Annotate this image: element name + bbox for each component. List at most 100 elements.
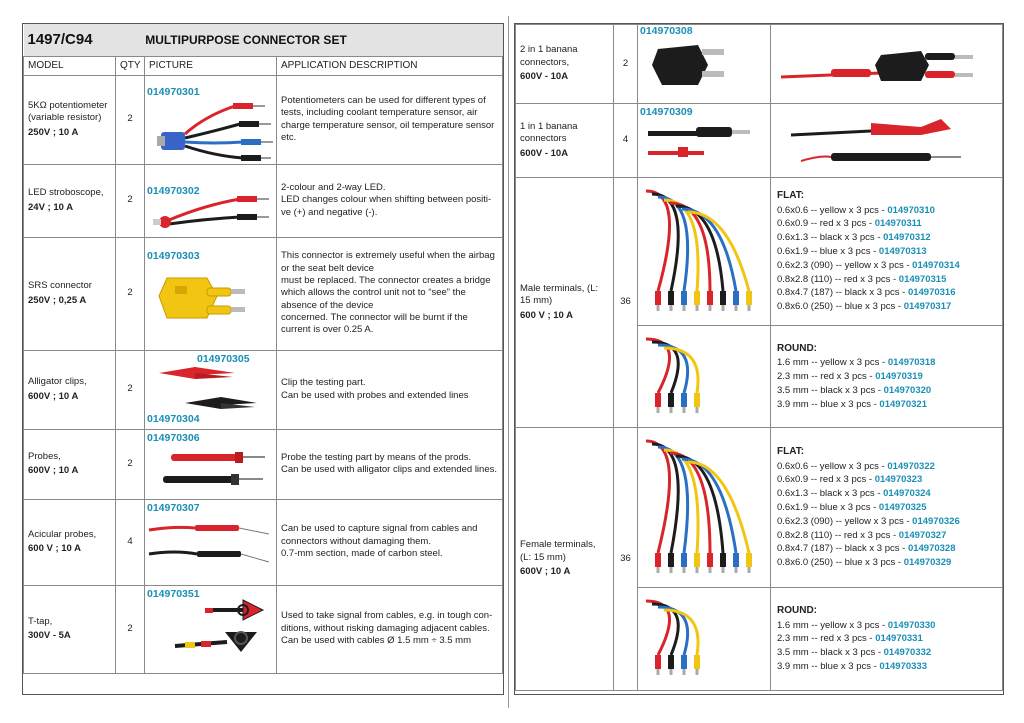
description-line: LED changes colour when shifting between…	[281, 194, 492, 218]
description-line: Can be used with probes and extended lin…	[281, 389, 469, 401]
model-cell: 2 in 1 banana connectors,600V - 10A	[515, 24, 614, 104]
part-number: 014970321	[879, 398, 927, 410]
part-number: 014970316	[907, 287, 956, 299]
picture-cell: 014970305 014970304	[144, 349, 277, 430]
picture-cell	[637, 325, 771, 428]
spec-text: 0.6x0.9 -- red x 3 pcs -	[777, 474, 875, 486]
spec-item: 0.8x6.0 (250) -- blue x 3 pcs - 01497031…	[777, 300, 998, 314]
col-qty: QTY	[115, 55, 145, 76]
probes-image	[163, 452, 265, 485]
table-row: 5KΩ potentiometer (variable resistor) 250…	[23, 74, 503, 165]
terminal-sleeve	[707, 552, 713, 567]
description-line: Probe the testing part by means of the p…	[281, 451, 472, 463]
col-application: APPLICATION DESCRIPTION	[276, 55, 503, 76]
qty-cell: 2	[115, 163, 145, 238]
part-number: 014970302	[147, 184, 200, 197]
terminal-sleeve	[655, 552, 661, 567]
qty-cell: 2	[115, 428, 145, 500]
description-line: Can be used to capture signal from cable…	[281, 523, 478, 547]
qty-cell: 2	[115, 236, 145, 351]
spec-item: 1.6 mm -- yellow x 3 pcs - 014970330	[777, 619, 998, 633]
terminal-sleeve	[707, 290, 713, 305]
part-number: 014970327	[898, 529, 947, 541]
table-row: Female terminals, (L: 15 mm)600V ; 10 A …	[515, 427, 1003, 691]
cable	[669, 201, 712, 291]
cable	[663, 198, 700, 291]
model-name: Male terminals, (L: 15 mm)	[520, 282, 599, 307]
spec-list: ROUND: 1.6 mm -- yellow x 3 pcs - 014970…	[770, 587, 1003, 691]
spec-text: 2.3 mm -- red x 3 pcs -	[777, 633, 876, 645]
cable	[687, 210, 751, 291]
part-number: 014970307	[147, 501, 200, 514]
model-rating: 600V ; 10 A	[28, 465, 79, 476]
terminal-sleeve	[694, 392, 700, 407]
description-cell: Probe the testing part by means of the p…	[276, 428, 503, 500]
picture-cell: 014970306	[144, 428, 277, 500]
terminal-pin	[695, 566, 699, 573]
part-number: 014970317	[903, 301, 952, 313]
terminal-pin	[656, 669, 660, 675]
picture-cell: 014970301	[144, 74, 277, 165]
table-row: Alligator clips,600V ; 10 A 2 014970305 …	[23, 349, 503, 430]
model-cell: Probes,600V ; 10 A	[23, 428, 116, 500]
picture-cell	[637, 427, 771, 588]
table-row: T-tap,300V - 5A 2 014970351 Used to take…	[23, 584, 503, 674]
terminal-sleeve	[681, 392, 687, 407]
t-tap-image	[174, 599, 265, 652]
picture-cell	[770, 103, 1003, 178]
terminal-sleeve	[681, 290, 687, 305]
terminal-pin	[708, 304, 712, 311]
description-line: Potentiometers can be used for different…	[281, 94, 495, 143]
terminal-pin	[747, 566, 751, 573]
cable	[657, 343, 690, 393]
spec-text: 0.8x4.7 (187) -- black x 3 pcs -	[777, 543, 908, 555]
picture-cell: 014970309	[637, 103, 771, 178]
description-line: Used to take signal from cables, e.g. in…	[281, 610, 493, 634]
model-cell: LED stroboscope,24V ; 10 A	[23, 163, 116, 238]
picture-cell: 014970307	[144, 498, 277, 586]
terminal-pin	[708, 566, 712, 573]
description-cell: This connector is extremely useful when …	[276, 236, 503, 351]
part-number: 014970324	[883, 488, 931, 500]
qty-cell: 4	[613, 103, 638, 178]
cable	[645, 439, 672, 553]
cable	[645, 189, 672, 291]
terminal-pin	[669, 566, 673, 573]
terminal-pin	[695, 406, 699, 413]
qty-cell: 2	[613, 24, 638, 104]
model-name: Acicular probes,	[28, 528, 97, 540]
led-stroboscope-image	[153, 195, 269, 228]
picture-cell: 014970351	[144, 584, 277, 674]
part-number: 014970325	[878, 501, 927, 513]
spec-item: 0.6x0.9 -- red x 3 pcs - 014970323	[777, 473, 998, 487]
terminal-sleeve	[655, 392, 661, 407]
picture-cell	[770, 24, 1003, 104]
spec-item: 2.3 mm -- red x 3 pcs - 014970331	[777, 632, 998, 646]
model-name: 2 in 1 banana connectors,	[520, 44, 578, 68]
spec-item: 0.6x0.6 -- yellow x 3 pcs - 014970322	[777, 460, 998, 474]
terminal-sleeve	[694, 552, 700, 567]
part-number: 014970332	[883, 647, 932, 659]
banana-connector-2in1-lead-image	[780, 51, 973, 81]
model-cell: Alligator clips,600V ; 10 A	[23, 349, 116, 430]
description-line: 0.7-mm section, made of carbon steel.	[281, 548, 443, 560]
table-row: Male terminals, (L: 15 mm)600 V ; 10 A 3…	[515, 177, 1003, 428]
part-number: 014970309	[640, 106, 693, 118]
model-rating: 24V ; 10 A	[28, 201, 74, 213]
table-row: Probes,600V ; 10 A 2 014970306 Probe the…	[23, 428, 503, 500]
right-catalog-panel: 2 in 1 banana connectors,600V - 10A 2 01…	[514, 23, 1004, 695]
model-name: 5KΩ potentiometer (variable resistor)	[28, 99, 108, 124]
terminal-sleeve	[720, 552, 726, 567]
spec-text: 0.6x1.9 -- blue x 3 pcs -	[777, 501, 879, 513]
model-rating: 250V ; 10 A	[28, 126, 79, 138]
terminal-sleeve	[733, 552, 739, 567]
cable	[657, 445, 690, 553]
picture-cell: 014970302	[144, 163, 277, 238]
spec-item: 0.8x4.7 (187) -- black x 3 pcs - 0149703…	[777, 286, 998, 300]
cable	[663, 608, 700, 656]
terminal-pin	[747, 304, 751, 311]
spec-text: 1.6 mm -- yellow x 3 pcs -	[777, 619, 888, 631]
male-round-terminals-image	[645, 337, 700, 413]
